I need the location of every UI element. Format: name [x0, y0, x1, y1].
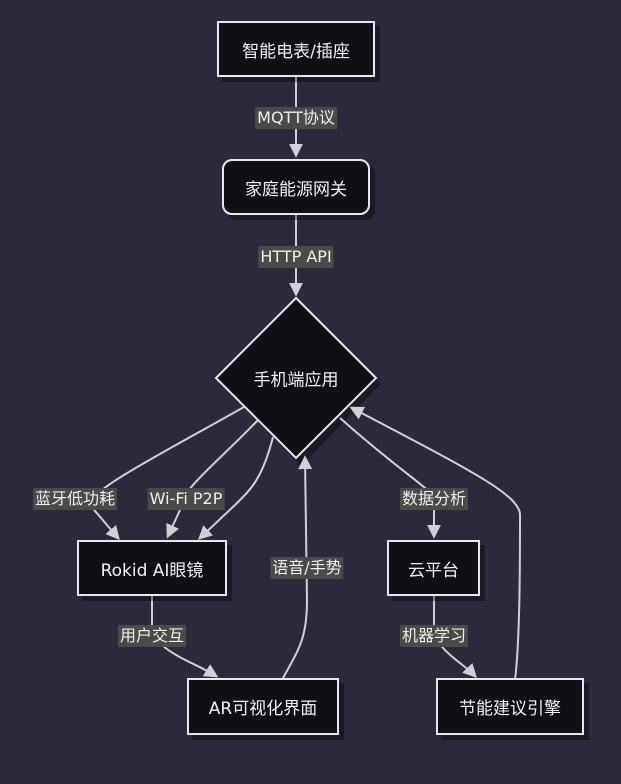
edge-ar-to-app: [281, 455, 313, 681]
edge-engine-to-app: [349, 406, 522, 681]
edge-label-analysis: 数据分析: [399, 488, 469, 510]
energy-advice-engine-node[interactable]: 节能建议引擎: [436, 678, 584, 735]
edge-app-to-glasses-wifi: [166, 419, 259, 539]
edge-label-ml: 机器学习: [399, 625, 469, 647]
edge-app-to-glasses-link: [197, 436, 274, 540]
edge-app-to-cloud: [339, 417, 441, 539]
rokid-glasses-node[interactable]: Rokid AI眼镜: [77, 540, 227, 596]
edge-label-interaction: 用户交互: [117, 625, 187, 647]
edge-label-http: HTTP API: [258, 246, 334, 268]
energy-gateway-node[interactable]: 家庭能源网关: [222, 159, 370, 215]
mobile-app-node[interactable]: [214, 296, 378, 460]
smart-meter-node[interactable]: 智能电表/插座: [217, 21, 375, 77]
mobile-app-label: 手机端应用: [253, 370, 339, 391]
ar-interface-node[interactable]: AR可视化界面: [187, 678, 339, 735]
cloud-platform-node[interactable]: 云平台: [387, 540, 480, 596]
edge-label-wifi: Wi-Fi P2P: [147, 488, 225, 510]
edge-label-voice: 语音/手势: [270, 557, 344, 579]
edge-label-bluetooth: 蓝牙低功耗: [32, 488, 118, 510]
edge-label-mqtt: MQTT协议: [255, 107, 337, 129]
